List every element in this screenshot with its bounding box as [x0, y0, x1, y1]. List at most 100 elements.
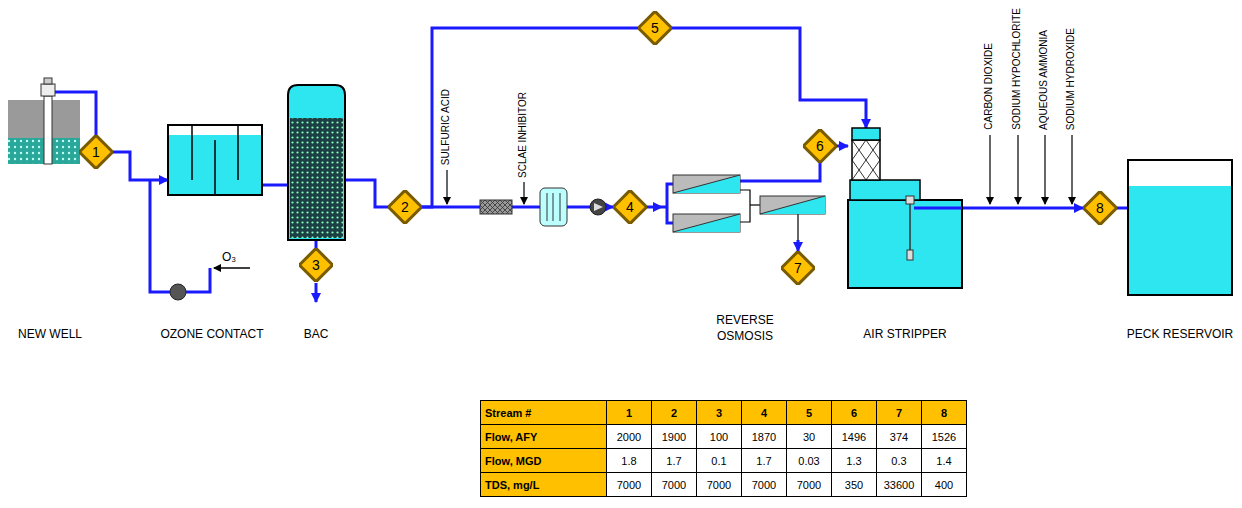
- pipe-connector: [315, 240, 318, 248]
- unit-label: BAC: [291, 326, 341, 342]
- table-cell: 1900: [652, 425, 697, 449]
- diamond-shape: [1083, 191, 1116, 224]
- stream-diamond: 4: [613, 190, 647, 224]
- table-cell: 7: [877, 401, 922, 425]
- pipe-connector: [672, 28, 866, 128]
- table-cell: 6: [832, 401, 877, 425]
- table-cell: 7000: [697, 473, 742, 497]
- ro-membranes: [662, 172, 825, 240]
- process-unit: AIR STRIPPER: [848, 128, 962, 288]
- table-cell: 7000: [787, 473, 832, 497]
- chemical-label: SULFURIC ACID: [441, 89, 451, 165]
- table-cell: 7000: [742, 473, 787, 497]
- well-symbol: [8, 78, 80, 164]
- unit-label: PECK RESERVOIR: [1125, 326, 1235, 342]
- pipe-connector: [113, 152, 168, 180]
- pipe-connector: [819, 163, 822, 172]
- diamond-shape: [299, 248, 332, 281]
- pipe-connector: [1117, 207, 1128, 210]
- table-cell: 400: [922, 473, 967, 497]
- unit-label: REVERSE OSMOSIS: [705, 312, 785, 344]
- table-cell: 4: [742, 401, 787, 425]
- table-cell: TDS, mg/L: [481, 473, 607, 497]
- chemical-label: SODIUM HYPOCHLORITE: [1012, 8, 1022, 130]
- table-cell: 1526: [922, 425, 967, 449]
- diamond-shape: [388, 190, 421, 223]
- stream-diamond: 1: [79, 135, 113, 169]
- callout-number: 8: [1096, 201, 1104, 215]
- pipe-connector: [262, 184, 288, 187]
- ozone-contactor: [150, 125, 262, 300]
- stream-diamond: 2: [388, 190, 422, 224]
- stream-diamond: 8: [1083, 191, 1117, 225]
- diamond-shape: [638, 11, 671, 44]
- table-cell: 1.7: [652, 449, 697, 473]
- table-cell: 0.03: [787, 449, 832, 473]
- pretreatment: [447, 170, 606, 226]
- table-cell: Flow, MGD: [481, 449, 607, 473]
- callout-number: 4: [626, 200, 634, 214]
- table-cell: 33600: [877, 473, 922, 497]
- pipe-connector: [837, 145, 848, 148]
- pipe-connector: [422, 206, 613, 209]
- process-unit: BAC: [288, 85, 345, 240]
- table-cell: 1.4: [922, 449, 967, 473]
- pipe-connector: [345, 180, 388, 207]
- process-unit: OZONE CONTACT: [168, 125, 262, 215]
- chemical-label: CARBON DIOXIDE: [984, 43, 994, 130]
- stream-diamond: 3: [299, 248, 333, 282]
- table-cell: 1.7: [742, 449, 787, 473]
- pipe-connector: [962, 207, 1083, 210]
- diamond-shape: [781, 251, 814, 284]
- diamond-shape: [803, 129, 836, 162]
- table-cell: 1870: [742, 425, 787, 449]
- table-cell: 2000: [607, 425, 652, 449]
- callout-number: 5: [651, 21, 659, 35]
- table-cell: Stream #: [481, 401, 607, 425]
- stream-diamond: 6: [803, 129, 837, 163]
- stream-table: Stream #12345678Flow, AFY200019001001870…: [480, 400, 967, 497]
- callout-number: 1: [92, 145, 100, 159]
- chemical-label: AQUEOUS AMMONIA: [1039, 30, 1049, 130]
- table-cell: 0.3: [877, 449, 922, 473]
- table-cell: 8: [922, 401, 967, 425]
- unit-label: AIR STRIPPER: [850, 326, 960, 342]
- stream-diamond: 5: [638, 11, 672, 45]
- chemical-label: SCLAE INHIBITOR: [518, 92, 528, 178]
- table-cell: 350: [832, 473, 877, 497]
- table-cell: 7000: [607, 473, 652, 497]
- table-cell: Flow, AFY: [481, 425, 607, 449]
- process-unit: REVERSE OSMOSIS: [662, 172, 830, 240]
- table-cell: 7000: [652, 473, 697, 497]
- table-cell: 100: [697, 425, 742, 449]
- table-cell: 5: [787, 401, 832, 425]
- diamond-shape: [79, 135, 112, 168]
- chemical-label: SODIUM HYDROXIDE: [1066, 28, 1076, 130]
- table-cell: 1: [607, 401, 652, 425]
- callout-number: 3: [312, 258, 320, 272]
- callout-number: 6: [816, 139, 824, 153]
- air-stripper: [848, 128, 962, 288]
- pipe-connector: [422, 28, 638, 207]
- callout-number: 7: [794, 261, 802, 275]
- reservoir: [1128, 160, 1232, 295]
- pipe-connector: [797, 240, 800, 251]
- bac-filter: [288, 85, 345, 302]
- table-cell: 30: [787, 425, 832, 449]
- diamond-shape: [613, 190, 646, 223]
- table-cell: 374: [877, 425, 922, 449]
- table-cell: 3: [697, 401, 742, 425]
- unit-label: OZONE CONTACT: [157, 326, 267, 342]
- table-cell: 1496: [832, 425, 877, 449]
- table-cell: 0.1: [697, 449, 742, 473]
- pipe-connector: [80, 92, 96, 135]
- table-cell: 2: [652, 401, 697, 425]
- stream-diamond: 7: [781, 251, 815, 285]
- table-cell: 1.8: [607, 449, 652, 473]
- callout-number: 2: [401, 200, 409, 214]
- process-unit: PECK RESERVOIR: [1128, 160, 1232, 295]
- chemical-feeds: [990, 135, 1072, 204]
- unit-label: NEW WELL: [5, 326, 95, 342]
- pipe-connector: [647, 206, 662, 209]
